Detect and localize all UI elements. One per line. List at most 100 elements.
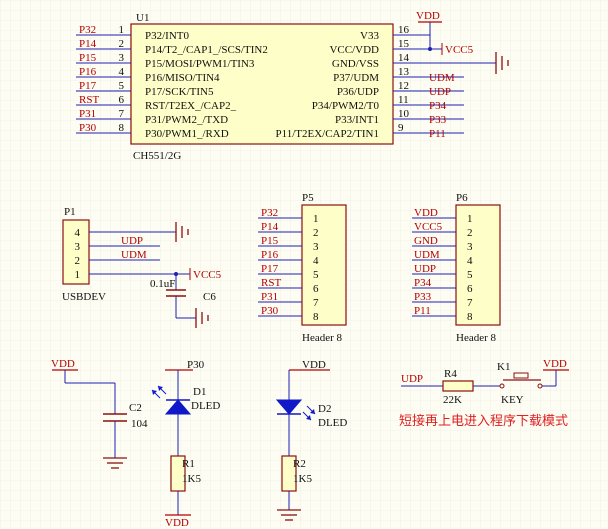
r4-udp-label: UDP	[401, 373, 423, 385]
u1-pin-4-number: 4	[119, 66, 125, 78]
r1-ref: R1	[182, 458, 195, 470]
u1-pin-10-number: 10	[398, 108, 410, 120]
u1-pin-5-number: 5	[119, 80, 125, 92]
p5-pin-8-number: 8	[313, 311, 319, 323]
k1-button-cap	[513, 372, 529, 379]
d2-part: DLED	[318, 417, 347, 429]
u1-ref: U1	[136, 12, 149, 24]
c6-ref: C6	[203, 291, 216, 303]
p5-pin-4-net: P16	[261, 249, 279, 261]
p5-pin-3-number: 3	[313, 241, 319, 253]
u1-pin-6-name: RST/T2EX_/CAP2_	[145, 100, 237, 112]
r4-k1-branch: UDP R4 22K VDD K1 KEY	[401, 358, 569, 406]
u1-pin-9-number: 9	[398, 122, 404, 134]
p6-pin-4-net: UDM	[414, 249, 440, 261]
u1-pin-12-number: 12	[398, 80, 409, 92]
p6-pin-3-net: GND	[414, 235, 438, 247]
u1-pin-16-name: V33	[360, 30, 379, 42]
p1-pin-3-net: UDP	[121, 235, 143, 247]
u1-pin-3-name: P15/MOSI/PWM1/TIN3	[145, 58, 255, 70]
p5-pin-1-net: P32	[261, 207, 278, 219]
u1-pin-13-number: 13	[398, 66, 410, 78]
p6-pin-2-net: VCC5	[414, 221, 443, 233]
d2-led-triangle	[275, 399, 303, 415]
d1-light-arrow2	[158, 386, 163, 391]
p6-pin-7-number: 7	[467, 297, 473, 309]
p6-pin-1-number: 1	[467, 213, 473, 225]
u1-pin-14-number: 14	[398, 52, 410, 64]
p5-part: Header 8	[302, 332, 343, 344]
u1-pin-9-net: P11	[429, 128, 446, 140]
k1-vdd-label: VDD	[543, 358, 567, 370]
u1-vdd-label: VDD	[416, 10, 440, 22]
p6-pin-7-net: P33	[414, 291, 432, 303]
p1-pin-3-number: 3	[75, 241, 81, 253]
p1-part: USBDEV	[62, 291, 106, 303]
c6-value: 0.1uF	[150, 278, 175, 290]
d2-light-arrow2	[310, 409, 315, 414]
u1-pin-9-name: P11/T2EX/CAP2/TIN1	[276, 128, 380, 140]
p6-pin-8-number: 8	[467, 311, 473, 323]
p5-pin-7-number: 7	[313, 297, 319, 309]
p6-body	[455, 204, 501, 326]
u1-pin-12-name: P36/UDP	[337, 86, 379, 98]
u1-vcc5-label: VCC5	[445, 44, 474, 56]
c2-value: 104	[131, 418, 148, 430]
u1-pin-11-number: 11	[398, 94, 409, 106]
u1-pin-3-number: 3	[119, 52, 125, 64]
p1-body	[62, 219, 90, 285]
d2-r2-branch: VDD D2 DLED R2 1K5	[275, 359, 347, 521]
u1-pin-6-number: 6	[119, 94, 125, 106]
p5-pin-2-number: 2	[313, 227, 319, 239]
u1-pin-2-net: P14	[79, 38, 97, 50]
p5-pin-8-net: P30	[261, 305, 279, 317]
u1-pin-11-name: P34/PWM2/T0	[312, 100, 380, 112]
u1-pin-3-net: P15	[79, 52, 97, 64]
p5-pin-6-net: RST	[261, 277, 281, 289]
r2-value: 1K5	[293, 473, 312, 485]
u1-part: CH551/2G	[133, 150, 181, 162]
d1-r1-branch: P30 D1 DLED VDD R1 1K5	[151, 359, 220, 529]
u1-pin-1-name: P32/INT0	[145, 30, 190, 42]
p5-pin-2-net: P14	[261, 221, 279, 233]
c2-ref: C2	[129, 402, 142, 414]
k1-ref: K1	[497, 361, 510, 373]
d2-ref: D2	[318, 403, 331, 415]
u1-pin-15-number: 15	[398, 38, 410, 50]
k1-contact-left	[499, 383, 505, 389]
u1-pin-8-name: P30/PWM1_/RXD	[145, 128, 229, 140]
u1-pin-2-name: P14/T2_/CAP1_/SCS/TIN2	[145, 44, 268, 56]
c2-vdd-label: VDD	[51, 358, 75, 370]
p6-pin-6-number: 6	[467, 283, 473, 295]
r1-vdd-label: VDD	[165, 517, 189, 529]
u1-pin-7-name: P31/PWM2_/TXD	[145, 114, 228, 126]
r1-value: 1K5	[182, 473, 201, 485]
u1-pin-15-name: VCC/VDD	[329, 44, 379, 56]
d2-vdd-label: VDD	[302, 359, 326, 371]
u1-body	[130, 23, 394, 145]
download-mode-note: 短接再上电进入程序下载模式	[399, 413, 568, 428]
p1-ref: P1	[64, 206, 76, 218]
p6-pin-3-number: 3	[467, 241, 473, 253]
u1-pin-10-name: P33/INT1	[335, 114, 379, 126]
p5-body	[301, 204, 347, 326]
u1-pin-1-net: P32	[79, 24, 96, 36]
u1-pin-5-net: P17	[79, 80, 97, 92]
u1-pin-1-number: 1	[119, 24, 125, 36]
u1-pin-10-net: P33	[429, 114, 447, 126]
p1-vcc5-label: VCC5	[193, 269, 222, 281]
r4-ref: R4	[444, 368, 457, 380]
p6-pin-5-number: 5	[467, 269, 473, 281]
p6-pin-6-net: P34	[414, 277, 432, 289]
u1-pin-8-number: 8	[119, 122, 125, 134]
